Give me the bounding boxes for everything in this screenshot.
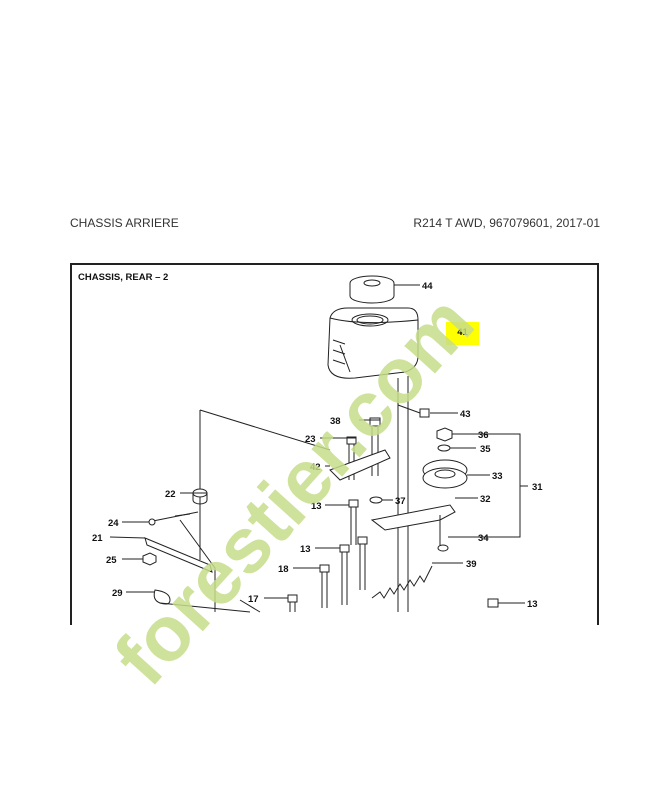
callout-38: 38 bbox=[330, 416, 341, 427]
bracket-part-42 bbox=[329, 449, 391, 481]
callout-37: 37 bbox=[395, 496, 406, 507]
nut-part-25 bbox=[142, 552, 157, 566]
callout-43: 43 bbox=[460, 409, 471, 420]
nut-part-36 bbox=[436, 427, 453, 442]
watermark: forestier.com bbox=[97, 278, 490, 701]
callout-24: 24 bbox=[108, 518, 119, 529]
side-panel bbox=[179, 409, 331, 612]
diagram-title: CHASSIS, REAR – 2 bbox=[78, 272, 169, 283]
callout-13-mid: 13 bbox=[300, 544, 311, 555]
callout-22: 22 bbox=[165, 489, 176, 500]
spring-part-39 bbox=[371, 565, 433, 599]
highlighted-callout-label: 41 bbox=[457, 327, 468, 338]
callout-13-right: 13 bbox=[527, 599, 538, 610]
washer-part-37 bbox=[369, 496, 383, 504]
callout-18: 18 bbox=[278, 564, 289, 575]
chassis-rail bbox=[159, 599, 261, 613]
callout-39: 39 bbox=[466, 559, 477, 570]
bolt-part-43 bbox=[397, 404, 430, 418]
callout-31: 31 bbox=[532, 482, 543, 493]
callout-32: 32 bbox=[480, 494, 491, 505]
tension-arm-part-32 bbox=[370, 504, 456, 531]
bolt-part-13-upper bbox=[348, 499, 359, 545]
callout-42: 42 bbox=[310, 462, 321, 473]
callout-25: 25 bbox=[106, 555, 117, 566]
highlighted-callout: 41 bbox=[446, 322, 479, 345]
diagram-frame bbox=[70, 263, 599, 625]
callout-21: 21 bbox=[92, 533, 103, 544]
callout-13-upper: 13 bbox=[311, 501, 322, 512]
callout-36: 36 bbox=[478, 430, 489, 441]
bolt-part-17 bbox=[287, 594, 298, 612]
header-left-title: CHASSIS ARRIERE bbox=[70, 216, 179, 230]
callout-23: 23 bbox=[305, 434, 316, 445]
header-right-model: R214 T AWD, 967079601, 2017-01 bbox=[413, 216, 600, 230]
bolt-part-13-mid bbox=[339, 536, 368, 605]
fuel-cap-part-44 bbox=[349, 275, 395, 304]
bolt-part-38 bbox=[369, 417, 381, 476]
callout-33: 33 bbox=[492, 471, 503, 482]
bolt-part-34 bbox=[437, 515, 449, 552]
fuel-tank-part-41 bbox=[327, 307, 419, 379]
nut-part-13-right bbox=[487, 598, 499, 608]
pulley-part-33 bbox=[422, 459, 468, 489]
cable-part-24 bbox=[147, 511, 199, 526]
callout-29: 29 bbox=[112, 588, 123, 599]
callout-17: 17 bbox=[248, 594, 259, 605]
callout-labels: 44 43 38 36 23 35 42 33 31 22 37 32 13 2… bbox=[92, 281, 543, 610]
callout-35: 35 bbox=[480, 444, 491, 455]
watermark-text: forestier.com bbox=[97, 278, 490, 701]
washer-part-35 bbox=[437, 444, 451, 452]
bolt-part-18 bbox=[319, 564, 330, 608]
vertical-rod bbox=[397, 376, 409, 612]
lever-part-21 bbox=[144, 537, 213, 573]
callout-44: 44 bbox=[422, 281, 433, 292]
callout-34: 34 bbox=[478, 533, 489, 544]
